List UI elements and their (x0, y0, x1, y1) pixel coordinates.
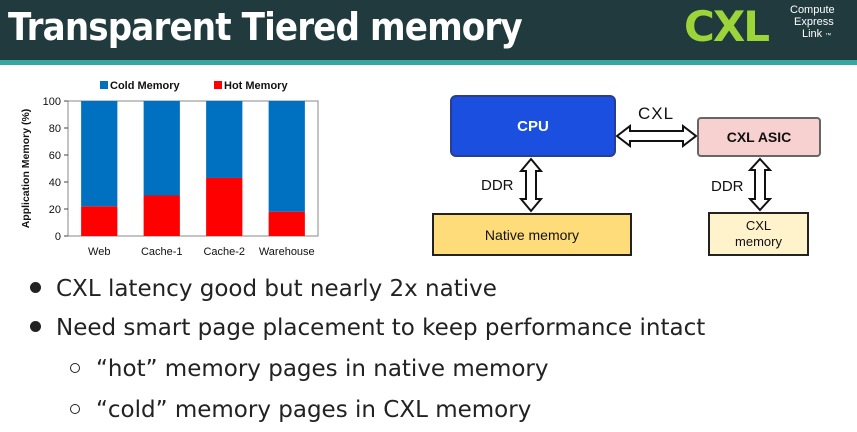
cxl-logo: CXL Compute Express Link ™ (684, 4, 854, 56)
cxl-link-arrow (615, 123, 698, 149)
legend-swatch (214, 81, 222, 89)
bar-hot-memory (81, 206, 118, 236)
y-tick-label: 80 (49, 123, 61, 135)
legend-label: Hot Memory (224, 80, 288, 92)
native-memory-box: Native memory (432, 213, 632, 256)
bullet-text: Need smart page placement to keep perfor… (56, 315, 706, 341)
y-tick-label: 60 (49, 150, 61, 162)
ddr-arrow-left (518, 157, 544, 213)
y-tick-label: 40 (49, 177, 61, 189)
cpu-box: CPU (450, 95, 616, 157)
bar-hot-memory (268, 211, 305, 236)
ddr-arrow-right (747, 157, 773, 212)
bar-cold-memory (206, 101, 243, 178)
header-accent-stripe (0, 60, 857, 65)
y-tick-label: 100 (43, 96, 61, 108)
x-tick-label: Cache-1 (141, 246, 183, 258)
bullet-text: CXL latency good but nearly 2x native (56, 276, 497, 302)
bar-hot-memory (206, 177, 243, 236)
logo-text: Compute Express Link ™ (790, 4, 850, 42)
y-tick-label: 0 (55, 231, 61, 243)
logo-line-compute: Compute (790, 4, 835, 16)
logo-line-link: Link ™ (790, 28, 850, 42)
cxl-asic-box: CXL ASIC (697, 117, 821, 157)
logo-tm: ™ (825, 33, 832, 39)
bullet-latency: CXL latency good but nearly 2x native (30, 276, 497, 302)
bar-cold-memory (81, 101, 118, 207)
plot-frame (67, 100, 319, 237)
x-tick-label: Cache-2 (203, 246, 245, 258)
bullet-placement: Need smart page placement to keep perfor… (30, 315, 705, 341)
subbullet-circle (70, 403, 80, 414)
bullet-text: “cold” memory pages in CXL memory (96, 397, 532, 423)
subbullet-cold: “cold” memory pages in CXL memory (70, 397, 531, 423)
bar-cold-memory (143, 101, 180, 196)
cxl-memory-line1: CXL (745, 218, 772, 233)
subbullet-circle (70, 362, 80, 373)
logo-letters: CXL (684, 2, 770, 51)
y-axis-label: Application Memory (%) (20, 109, 32, 229)
x-tick-label: Web (88, 246, 110, 258)
bullet-dot (30, 282, 41, 293)
cxl-link-label: CXL (638, 104, 675, 123)
legend-swatch (100, 81, 108, 89)
ddr-label-cxl: DDR (711, 178, 744, 195)
x-tick-label: Warehouse (259, 246, 315, 258)
logo-link-word: Link (802, 28, 823, 40)
subbullet-hot: “hot” memory pages in native memory (70, 356, 549, 382)
cxl-memory-line2: memory (735, 234, 782, 249)
bullet-dot (30, 321, 41, 332)
page-title: Transparent Tiered memory (8, 5, 523, 49)
header-bar: Transparent Tiered memory CXL Compute Ex… (0, 0, 857, 60)
y-tick-label: 20 (49, 204, 61, 216)
ddr-label-native: DDR (481, 177, 514, 194)
bullet-text: “hot” memory pages in native memory (96, 356, 549, 382)
legend-label: Cold Memory (110, 80, 181, 92)
logo-line-express: Express (794, 16, 834, 28)
bar-cold-memory (268, 101, 305, 212)
bar-hot-memory (143, 195, 180, 236)
